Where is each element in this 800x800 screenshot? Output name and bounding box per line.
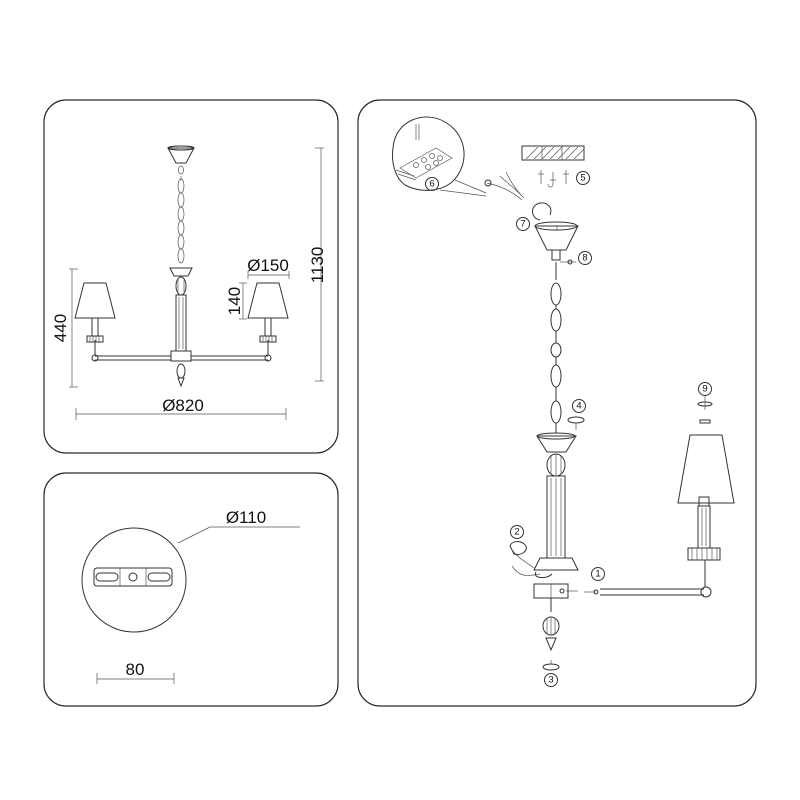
- step-marker-1: 1: [591, 567, 605, 581]
- step-markers: 1 2 3 4 5 6 7 8: [425, 171, 712, 687]
- assembly-drawing: [392, 116, 735, 671]
- chandelier-elevation: [74, 145, 289, 388]
- step-marker-5: 5: [576, 171, 590, 185]
- shade-height-label: 140: [225, 287, 244, 315]
- step-marker-4: 4: [572, 399, 586, 413]
- step-marker-6: 6: [425, 177, 439, 191]
- canopy-panel: [43, 472, 339, 707]
- step-marker-9: 9: [698, 382, 712, 396]
- canopy-detail: [81, 526, 300, 684]
- step-marker-2: 2: [510, 525, 524, 539]
- step-marker-7: 7: [516, 217, 530, 231]
- svg-text:2: 2: [514, 527, 519, 538]
- diameter-label: Ø820: [162, 396, 204, 415]
- dimensions-panel: [43, 99, 339, 454]
- svg-text:7: 7: [520, 219, 525, 230]
- svg-text:4: 4: [576, 401, 581, 412]
- svg-text:5: 5: [580, 173, 585, 184]
- step-marker-3: 3: [544, 673, 558, 687]
- canopy-diameter-label: Ø110: [226, 508, 266, 527]
- total-height-label: 1130: [308, 247, 327, 284]
- assembly-panel: [357, 99, 757, 707]
- svg-text:6: 6: [429, 179, 434, 190]
- body-height-label: 440: [51, 314, 70, 342]
- canopy-mount-label: 80: [126, 660, 145, 679]
- svg-text:1: 1: [595, 569, 600, 580]
- step-marker-8: 8: [578, 251, 592, 265]
- svg-text:8: 8: [582, 253, 587, 264]
- dimension-lines: [69, 147, 324, 420]
- shade-diameter-label: Ø150: [247, 256, 289, 275]
- svg-text:3: 3: [548, 675, 553, 686]
- svg-text:9: 9: [702, 384, 707, 395]
